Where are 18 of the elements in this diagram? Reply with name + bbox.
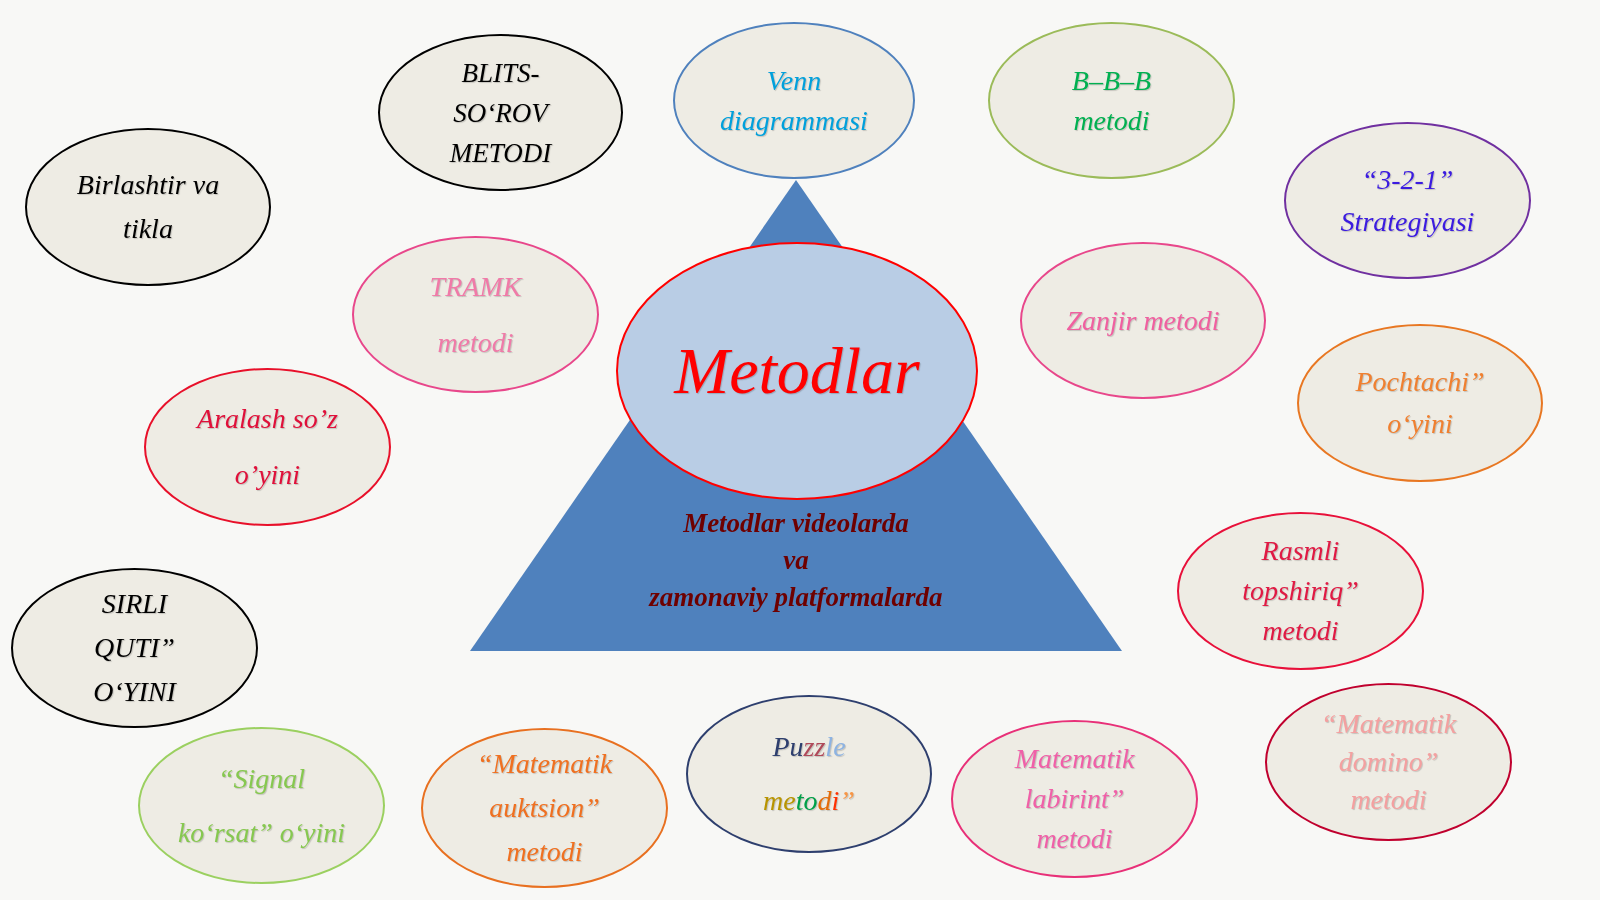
method-label: Zanjir metodi <box>1066 303 1220 338</box>
method-label: Pochtachi” o‘yini <box>1355 365 1485 441</box>
heading-text: Metodlar <box>674 336 920 406</box>
triangle-caption: Metodlar videolarda va zamonaviy platformalarda <box>649 507 943 614</box>
method-label: Aralash so’z o’yini <box>197 402 338 492</box>
method-label: “3-2-1” Strategiyasi <box>1340 162 1475 239</box>
method-label: Venn diagrammasi <box>720 63 868 138</box>
method-label: Puzzle metodi” <box>763 730 855 818</box>
method-label: B–B–B metodi <box>1071 63 1152 138</box>
method-label: SIRLI QUTI” O‘YINI <box>93 587 176 709</box>
method-label: “Matematik domino” metodi <box>1320 707 1457 817</box>
method-label: Matematik labirint” metodi <box>1014 742 1135 856</box>
method-label: “Matematik auktsion” metodi <box>476 747 613 869</box>
method-label: Rasmli topshiriq” metodi <box>1242 534 1359 648</box>
method-label: “Signal ko‘rsat” o‘yini <box>177 761 346 850</box>
method-label: TRAMK metodi <box>429 269 522 360</box>
method-label: Birlashtir va tikla <box>76 168 220 246</box>
method-label: BLITS-SO‘ROV METODI <box>448 56 554 170</box>
